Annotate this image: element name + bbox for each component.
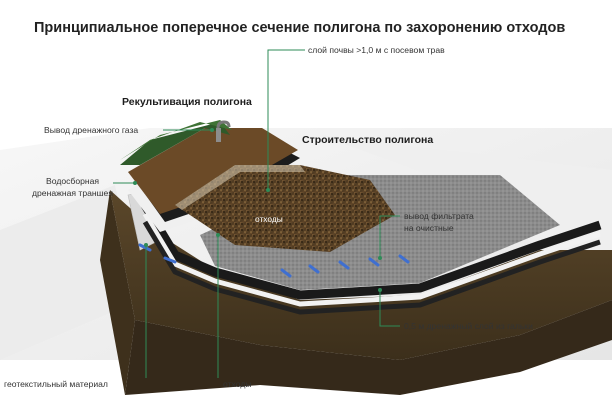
gas-outlet-label: Вывод дренажного газа — [44, 125, 139, 135]
callout-lines — [113, 49, 400, 378]
drainage-pipes — [138, 243, 410, 278]
filtrate-label-1: вывод фильтрата — [404, 211, 474, 221]
earth-bottom-face — [125, 300, 612, 395]
waste-inner-label: отходы — [255, 214, 283, 224]
waste-bottom-label: отходы — [223, 379, 252, 389]
gas-outlet-pipe — [216, 120, 231, 142]
soil-layer-label: слой почвы >1,0 м с посевом трав — [308, 45, 445, 55]
drain-trench-label-2: дренажная траншея — [32, 188, 113, 198]
callout-dots — [133, 128, 382, 292]
geotextile-label: геотекстильный материал — [4, 379, 108, 389]
filtrate-label-2: на очистные — [404, 223, 454, 233]
liner-membrane — [141, 202, 602, 300]
gravel-layer-label: 0,5 м дренажный слой из гальки — [404, 321, 533, 331]
grass-cap — [120, 122, 230, 165]
liner-membrane-lower — [142, 220, 601, 315]
callout-soil — [267, 49, 305, 190]
earth-block — [110, 190, 612, 360]
reclamation-title: Рекультивация полигона — [122, 96, 252, 108]
waste-body — [175, 165, 395, 252]
construction-title: Строительство полигона — [302, 134, 434, 146]
callout-filtrate — [379, 215, 400, 258]
waste-top-lines — [175, 165, 305, 210]
drain-trench-label-1: Водосборная — [46, 176, 100, 186]
cap-soil-layer — [128, 128, 298, 214]
earth-front-face — [100, 190, 135, 395]
callout-gravel — [379, 290, 400, 327]
diagram-title: Принципиальное поперечное сечение полиго… — [34, 20, 566, 36]
geotextile-layer — [142, 212, 601, 307]
